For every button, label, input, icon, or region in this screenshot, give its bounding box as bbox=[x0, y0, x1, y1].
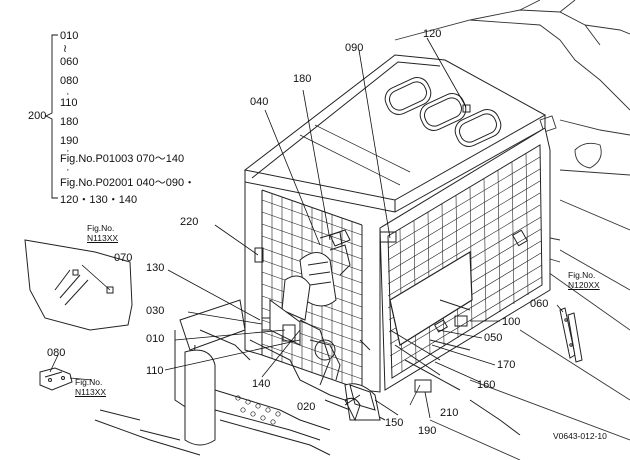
callout-120: 120 bbox=[423, 28, 442, 40]
list-line-12: Fig.No.P02001 040～090・ bbox=[60, 177, 196, 189]
callout-180: 180 bbox=[293, 73, 312, 85]
cabin-side-grill bbox=[379, 127, 551, 391]
callout-080: 080 bbox=[47, 347, 66, 359]
list-line-6: 110 bbox=[60, 97, 78, 109]
fig-ref-glass: Fig.No. N113XX bbox=[87, 223, 119, 243]
cabin-roof bbox=[243, 54, 547, 213]
fig-ref-prefix: Fig.No. bbox=[87, 223, 115, 233]
callout-060: 060 bbox=[530, 298, 549, 310]
fig-ref-number: N113XX bbox=[87, 232, 119, 243]
callout-050: 050 bbox=[484, 332, 503, 344]
callout-020: 020 bbox=[297, 401, 316, 413]
list-line-2: ≀ bbox=[63, 43, 68, 55]
part-080 bbox=[39, 367, 73, 391]
list-line-8: 190 bbox=[60, 135, 79, 147]
seat-assembly bbox=[269, 231, 351, 346]
fig-ref-prefix: Fig.No. bbox=[568, 270, 596, 280]
side-glass-panel bbox=[24, 239, 133, 331]
leader-lines bbox=[49, 37, 564, 419]
callout-220: 220 bbox=[180, 216, 199, 228]
callout-170: 170 bbox=[497, 359, 516, 371]
callout-070: 070 bbox=[114, 252, 133, 264]
callout-040: 040 bbox=[250, 96, 269, 108]
lower-frame bbox=[94, 299, 521, 456]
fig-ref-number: N113XX bbox=[75, 386, 107, 397]
list-line-1: 010 bbox=[60, 30, 79, 42]
fig-ref-060: Fig.No. N120XX bbox=[568, 270, 600, 290]
list-line-4: 080 bbox=[60, 75, 79, 87]
callout-100: 100 bbox=[502, 316, 521, 328]
fig-ref-prefix: Fig.No. bbox=[75, 377, 103, 387]
callout-130: 130 bbox=[146, 262, 165, 274]
list-line-11: · bbox=[66, 164, 70, 176]
callout-090: 090 bbox=[345, 42, 364, 54]
callout-140: 140 bbox=[252, 378, 271, 390]
callout-150: 150 bbox=[385, 417, 404, 429]
list-line-13: 120・130・140 bbox=[60, 194, 138, 206]
fig-ref-bracket-080: Fig.No. N113XX bbox=[75, 377, 107, 397]
fig-ref-number: N120XX bbox=[568, 279, 600, 290]
callout-010: 010 bbox=[146, 333, 165, 345]
list-line-7: 180 bbox=[60, 116, 79, 128]
parent-part-label: 200 bbox=[28, 110, 47, 122]
callout-160: 160 bbox=[477, 379, 496, 391]
list-line-5: · bbox=[66, 88, 70, 100]
callout-190: 190 bbox=[418, 425, 437, 437]
list-line-3: 060 bbox=[60, 56, 79, 68]
brackets bbox=[254, 104, 471, 422]
list-line-10: Fig.No.P01003 070～140 bbox=[60, 153, 185, 165]
callout-030: 030 bbox=[146, 305, 165, 317]
list-bracket bbox=[44, 34, 58, 199]
callout-110: 110 bbox=[146, 365, 164, 377]
drawing-code: V0643-012-10 bbox=[553, 431, 607, 441]
callout-210: 210 bbox=[440, 407, 459, 419]
machine-body-outline bbox=[394, 0, 630, 460]
part-060 bbox=[559, 307, 583, 363]
list-line-9: · bbox=[66, 145, 70, 157]
